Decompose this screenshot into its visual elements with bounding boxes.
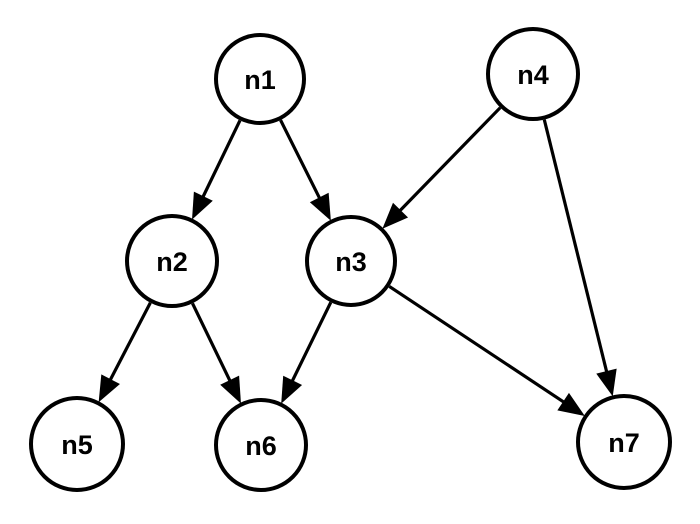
edge-arrowhead bbox=[220, 375, 241, 404]
graph-node-n3[interactable]: n3 bbox=[305, 215, 397, 307]
edge-line bbox=[397, 106, 502, 214]
graph-node-n6[interactable]: n6 bbox=[214, 398, 308, 492]
edge-arrowhead bbox=[281, 375, 303, 404]
graph-node-n4[interactable]: n4 bbox=[486, 27, 580, 121]
node-circle-n1[interactable] bbox=[214, 33, 306, 125]
edge-arrowhead bbox=[382, 202, 409, 229]
node-circle-n6[interactable] bbox=[214, 398, 308, 492]
graph-node-n5[interactable]: n5 bbox=[29, 396, 125, 492]
node-label-n7: n7 bbox=[608, 428, 640, 458]
graph-node-n1[interactable]: n1 bbox=[214, 33, 306, 125]
edge-arrowhead bbox=[596, 368, 617, 397]
edge-line bbox=[388, 285, 567, 405]
graph-edge-n2-to-n5 bbox=[98, 301, 152, 403]
node-circle-n3[interactable] bbox=[305, 215, 397, 307]
edge-line bbox=[107, 301, 152, 383]
node-layer: n1 n2 n3 n4 n5 n6 n7 bbox=[29, 27, 672, 492]
node-label-n2: n2 bbox=[156, 247, 188, 277]
graph-edge-n1-to-n3 bbox=[279, 119, 331, 221]
node-circle-n7[interactable] bbox=[576, 394, 672, 490]
node-circle-n5[interactable] bbox=[29, 396, 125, 492]
edge-arrowhead bbox=[192, 191, 213, 220]
edge-line bbox=[191, 302, 233, 384]
graph-edge-n2-to-n6 bbox=[191, 302, 241, 404]
node-circle-n2[interactable] bbox=[125, 214, 219, 308]
graph-edge-n4-to-n3 bbox=[382, 106, 502, 229]
node-label-n5: n5 bbox=[61, 430, 93, 460]
edge-arrowhead bbox=[557, 392, 585, 417]
edge-arrowhead bbox=[98, 374, 120, 403]
graph-edge-n1-to-n2 bbox=[192, 119, 242, 220]
edge-arrowhead bbox=[309, 192, 331, 221]
node-label-n4: n4 bbox=[517, 60, 549, 90]
edge-line bbox=[542, 119, 609, 375]
graph-edge-n3-to-n6 bbox=[281, 301, 333, 404]
graph-node-n7[interactable]: n7 bbox=[576, 394, 672, 490]
node-circle-n4[interactable] bbox=[486, 27, 580, 121]
graph-node-n2[interactable]: n2 bbox=[125, 214, 219, 308]
edge-line bbox=[200, 119, 242, 200]
node-label-n6: n6 bbox=[245, 431, 277, 461]
edge-line bbox=[279, 119, 323, 201]
graph-edge-n3-to-n7 bbox=[388, 285, 585, 417]
node-label-n1: n1 bbox=[244, 65, 276, 95]
graph-edge-n4-to-n7 bbox=[542, 119, 617, 397]
edge-layer bbox=[98, 106, 617, 417]
edge-line bbox=[289, 301, 333, 384]
node-label-n3: n3 bbox=[335, 247, 367, 277]
